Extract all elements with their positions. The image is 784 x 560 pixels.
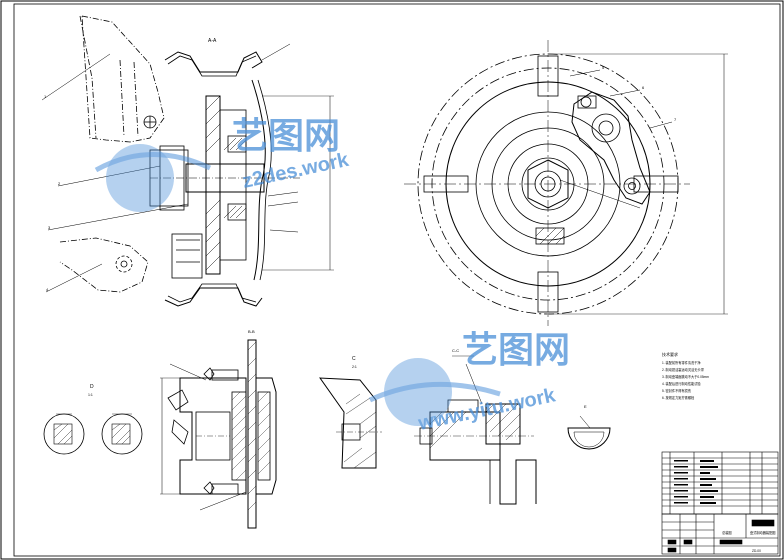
bearing-hatch [223, 137, 247, 219]
detail-view-e [567, 415, 611, 450]
inner-border [13, 3, 781, 557]
detail-scale-2: 2:1 [352, 365, 357, 369]
section-view-main: A-A [41, 15, 334, 307]
watermark-brand-top: 艺图网 [232, 115, 340, 156]
detail-circle-2 [101, 413, 143, 455]
section-view-b [160, 339, 277, 529]
brake-pad-inner [231, 391, 247, 481]
tech-note-6: 6. 按规定力矩拧紧螺栓 [662, 395, 695, 400]
hub-nut [527, 159, 569, 209]
balloon-2: 2 [58, 181, 61, 186]
detail-label-c: C [352, 356, 356, 362]
brake-disc-hatch [205, 95, 221, 271]
balloon-1: 1 [44, 94, 47, 99]
steering-knuckle-outline [81, 15, 165, 143]
rim-profile-top [164, 51, 263, 73]
detail-scale-1: 1:1 [88, 393, 93, 397]
watermark-globe-icon-2 [384, 358, 452, 426]
tech-note-3: 3. 制动盘端面跳动不大于0.05mm [662, 374, 709, 379]
balloon-7: 7 [674, 117, 677, 122]
caliper-cylinder [171, 233, 203, 279]
bleeder-nipple [167, 389, 189, 411]
balloon-4: 4 [46, 287, 49, 292]
title-block-code: ZD-00 [752, 549, 761, 553]
detail-label-d: D [90, 384, 94, 390]
title-block-sheet: 总装图 [722, 530, 732, 535]
lower-control-arm [59, 237, 149, 293]
watermark-brand-bottom: 艺图网 [462, 329, 570, 370]
section-view-c [414, 355, 537, 505]
detail-label-e: E [584, 404, 587, 409]
brake-pad-outer [257, 391, 271, 481]
balloon-5: 5 [602, 65, 605, 70]
watermark-bottom: 艺图网 www.yitu.work [368, 329, 570, 435]
tech-note-4: 4. 装配后进行制动性能试验 [662, 381, 701, 386]
section-label-c: C-C [452, 348, 459, 353]
title-block [661, 513, 779, 555]
detail-view-c [318, 377, 382, 469]
wheel-disc-curve [251, 79, 266, 281]
balloon-6: 6 [642, 85, 645, 90]
technical-notes: 技术要求 1. 装配前所有零件清洗干净 2. 制动钳活塞运动灵活无卡滞 3. 制… [662, 351, 709, 400]
detail-circles [43, 413, 143, 455]
tech-note-2: 2. 制动钳活塞运动灵活无卡滞 [662, 367, 705, 372]
brake-disc-section [247, 339, 257, 529]
front-view-wheel [404, 40, 728, 326]
right-balloon-labels: 5 6 7 [602, 65, 677, 122]
view-title-a: A-A [208, 38, 217, 44]
balloon-3: 3 [48, 225, 51, 230]
detail-circle-1 [43, 413, 85, 455]
left-balloon-labels: 1 2 3 4 [44, 94, 61, 292]
tech-notes-title: 技术要求 [662, 351, 678, 357]
tech-note-5: 5. 密封件不得有损伤 [662, 388, 691, 393]
rim-profile-bottom [164, 287, 263, 307]
title-block-drawing-name: 盘式制动器装配图 [750, 530, 776, 535]
section-label-b: B-B [248, 329, 255, 334]
parts-list-table [661, 451, 779, 515]
hub-flange [205, 95, 221, 275]
tech-note-1: 1. 装配前所有零件清洗干净 [662, 360, 701, 365]
section-hatch-block [535, 227, 565, 245]
caliper-front [559, 91, 651, 209]
